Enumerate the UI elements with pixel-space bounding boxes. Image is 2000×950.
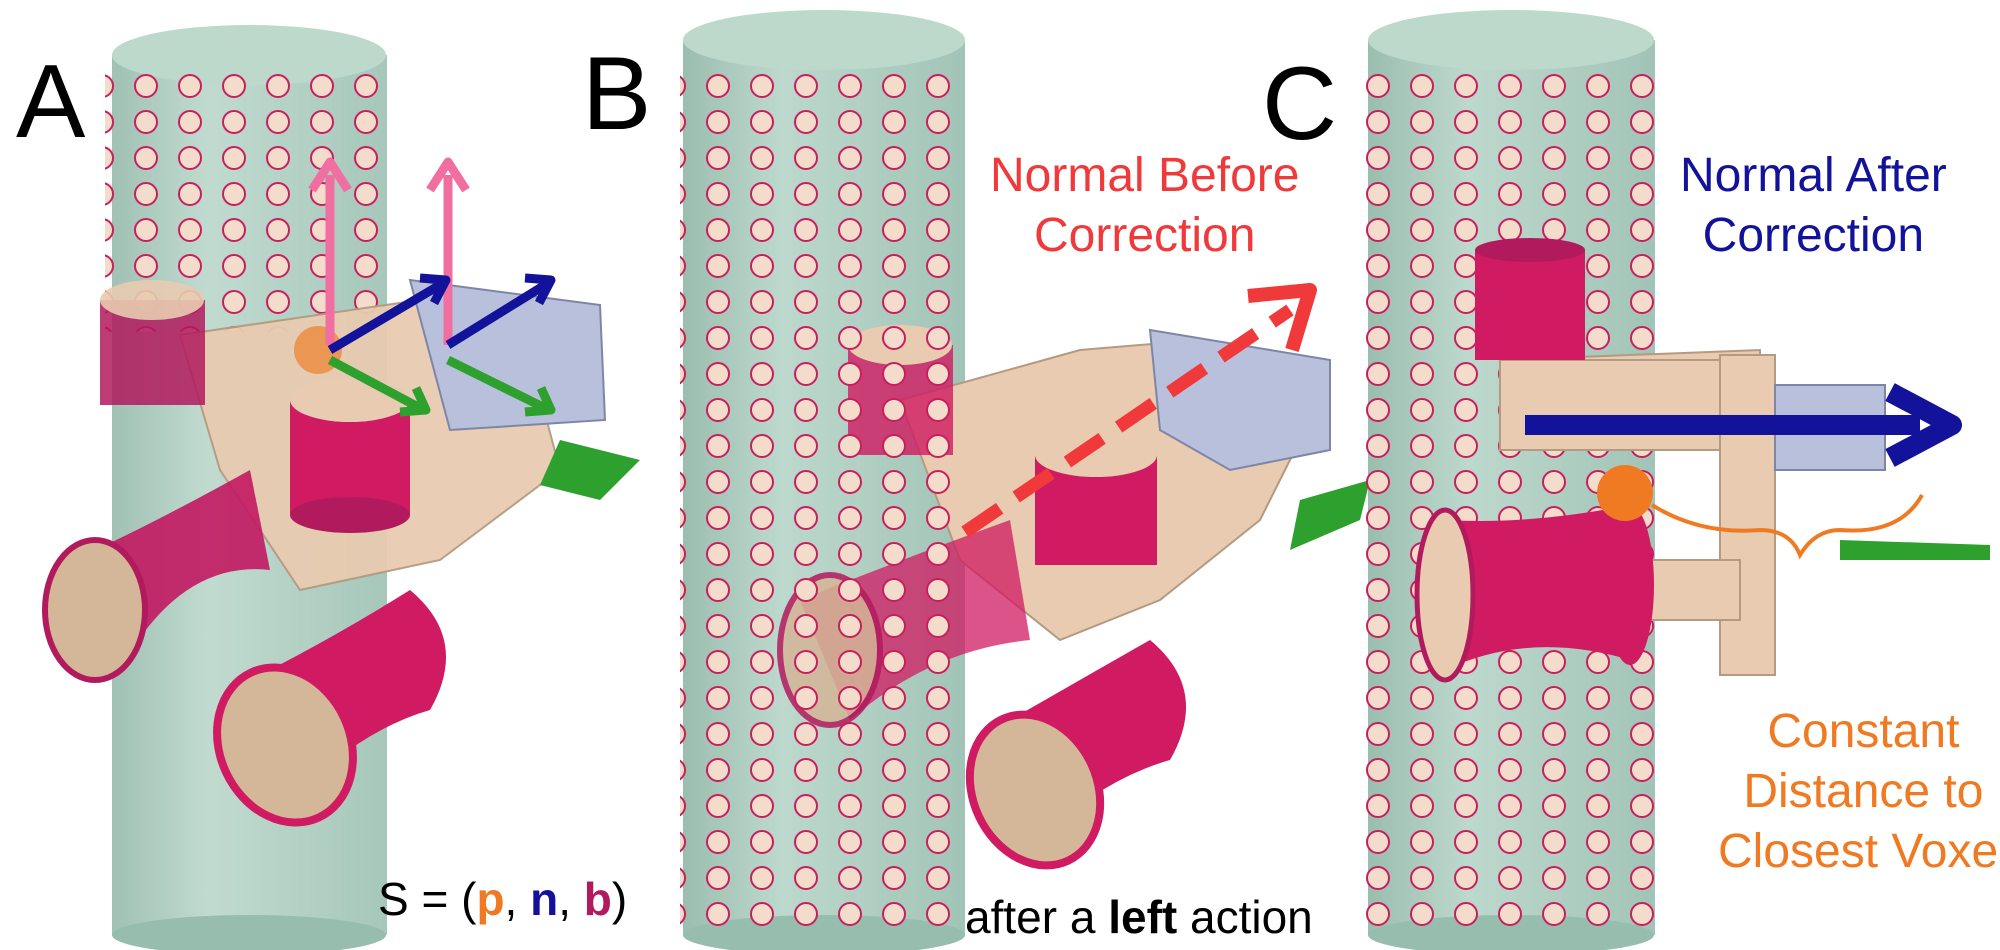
constant-distance-line3: Closest Voxel [1718,825,2000,878]
normal-before-arrow [961,283,1317,538]
constant-distance-line2: Distance to [1743,765,1984,818]
state-symbol-n: n [530,873,559,925]
panel-label-b: B [582,36,652,152]
tangent-arrow-1 [327,356,423,412]
caption-left-action: after a left action [965,890,1313,944]
distance-brace [1650,494,1924,560]
panel-label-a: A [16,44,86,160]
state-formula: S = (p, n, b) [378,872,627,926]
normal-before-line1: Normal Before [990,149,1300,202]
normal-after-label: Normal After Correction [1680,146,1947,266]
panel-label-c: C [1262,46,1338,162]
frame-arrows-a [294,157,556,417]
normal-before-line2: Correction [1034,209,1256,262]
panel-b [680,10,1370,950]
wheel-top-front-b [1035,433,1157,565]
normal-arrow-2 [445,281,548,349]
state-formula-prefix: S = ( [378,873,477,925]
state-formula-sep2: , [558,873,584,925]
normal-after-line2: Correction [1702,209,1925,262]
caption-post: action [1177,891,1313,943]
wheel-top-back [100,280,205,405]
state-symbol-b: b [583,873,612,925]
normal-after-arrow [1525,383,1962,467]
voxel-grid-b [680,62,970,932]
wheel-spool-bottom [213,590,446,827]
wheel-spool-bottom-b [965,640,1186,870]
constant-distance-line1: Constant [1767,705,1960,758]
constant-distance-label: Constant Distance to Closest Voxel [1718,702,2000,882]
wheel-top-c [1475,238,1585,360]
caption-bold: left [1108,891,1178,943]
closest-voxel-point [1597,465,1653,521]
robot-c [1414,238,1990,683]
wheel-spool-c [1414,505,1654,683]
state-formula-sep1: , [504,873,531,925]
state-symbol-p: p [476,873,505,925]
wheel-spool-left [42,470,270,683]
panel-a [42,25,640,950]
caption-pre: after a [965,891,1109,943]
state-formula-suffix: ) [611,873,628,925]
normal-after-line1: Normal After [1680,149,1947,202]
normal-before-label: Normal Before Correction [990,146,1299,266]
tangent-arrow-2 [446,355,547,413]
panel-c [1365,10,1990,950]
wheel-top-front [290,378,410,533]
normal-arrow-1 [327,281,443,354]
